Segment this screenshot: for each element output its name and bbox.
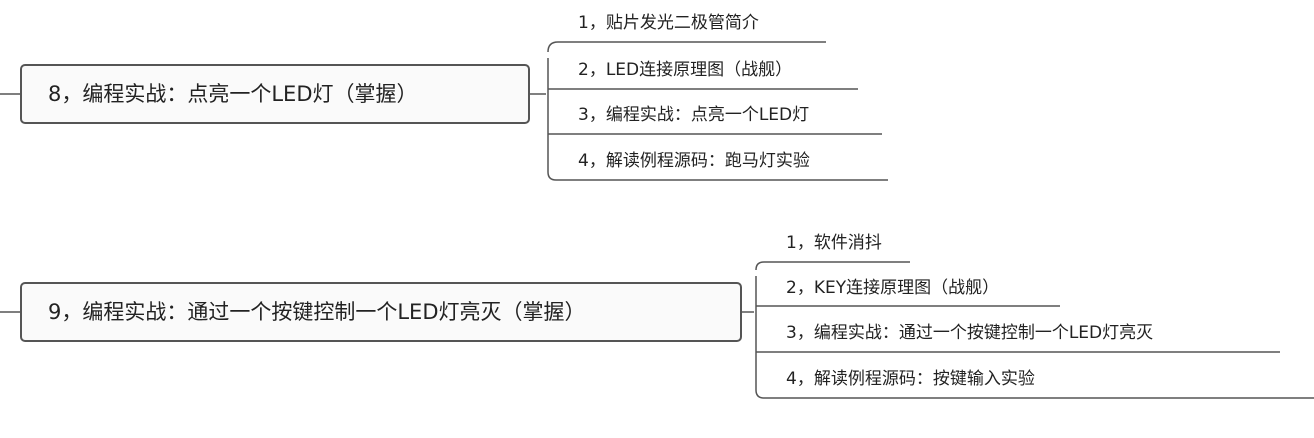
topic-label: 9，编程实战：通过一个按键控制一个LED灯亮灭（掌握） [48,299,586,324]
item-underline [547,41,826,53]
item-underline [755,261,910,271]
topic-label: 8，编程实战：点亮一个LED灯（掌握） [48,81,418,106]
subtopic-item[interactable]: 1，贴片发光二极管简介 [578,13,759,33]
branch-bracket [755,276,1314,399]
subtopic-item[interactable]: 3，编程实战：点亮一个LED灯 [578,105,810,125]
subtopic-item[interactable]: 1，软件消抖 [786,233,882,253]
subtopic-item[interactable]: 3，编程实战：通过一个按键控制一个LED灯亮灭 [786,323,1154,343]
topic-box[interactable]: 8，编程实战：点亮一个LED灯（掌握） [20,64,530,124]
subtopic-item[interactable]: 2，LED连接原理图（战舰） [578,60,793,80]
subtopic-item[interactable]: 4，解读例程源码：按键输入实验 [786,369,1035,389]
topic-box[interactable]: 9，编程实战：通过一个按键控制一个LED灯亮灭（掌握） [20,282,742,342]
subtopic-item[interactable]: 4，解读例程源码：跑马灯实验 [578,151,810,171]
branch-bracket [547,58,888,181]
subtopic-item[interactable]: 2，KEY连接原理图（战舰） [786,278,1000,298]
